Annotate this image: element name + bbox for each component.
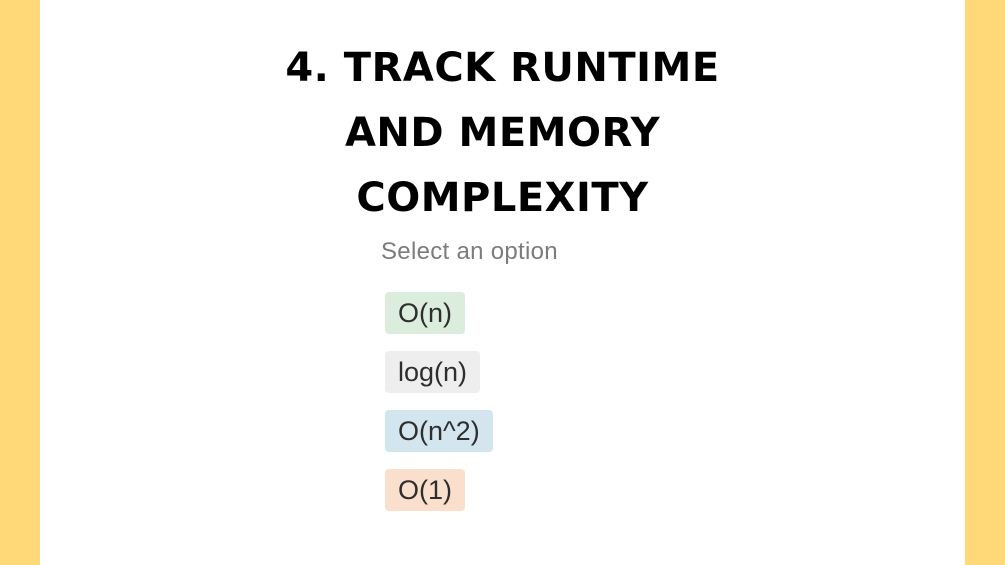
option-o-n-squared[interactable]: O(n^2) [385,410,493,452]
page-title: 4. TRACK RUNTIME AND MEMORY COMPLEXITY [40,36,965,231]
select-placeholder: Select an option [381,238,558,265]
title-line-1: 4. TRACK RUNTIME [285,45,720,91]
content-panel: 4. TRACK RUNTIME AND MEMORY COMPLEXITY S… [40,0,965,565]
title-line-3: COMPLEXITY [356,175,649,221]
title-line-2: AND MEMORY [344,110,661,156]
option-o-1[interactable]: O(1) [385,469,465,511]
option-list: O(n) log(n) O(n^2) O(1) [385,292,493,528]
option-log-n[interactable]: log(n) [385,351,481,393]
option-o-n[interactable]: O(n) [385,292,465,334]
